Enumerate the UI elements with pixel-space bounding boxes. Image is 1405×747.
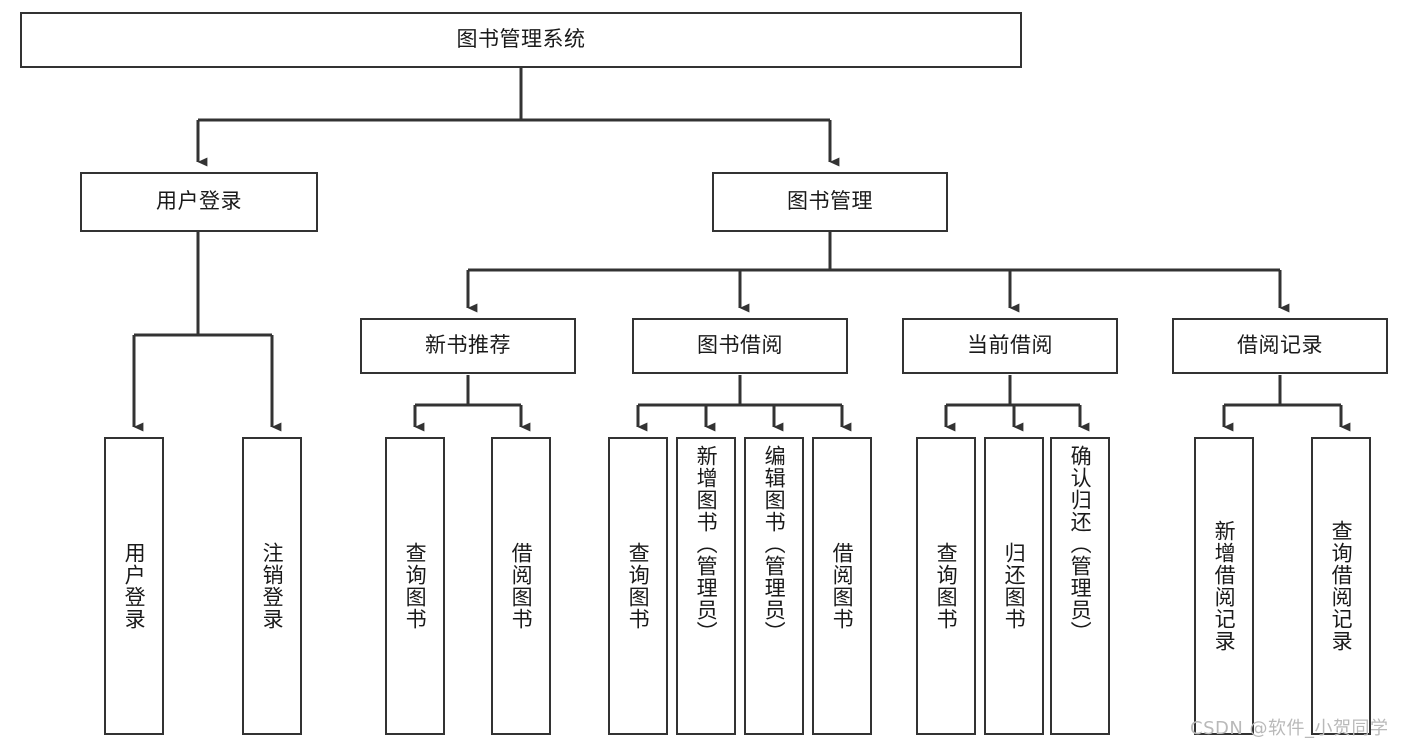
node-leaf-query-book-1-label: 查询图书 xyxy=(403,542,428,630)
node-book-manage-label: 图书管理 xyxy=(787,189,873,214)
node-leaf-query-book-3[interactable]: 查询图书 xyxy=(916,437,976,735)
node-new-book-rec[interactable]: 新书推荐 xyxy=(360,318,576,374)
node-leaf-user-login-label: 用户登录 xyxy=(122,542,147,630)
node-leaf-edit-book-label: 编辑图书（管理员） xyxy=(762,445,787,643)
node-current-borrow[interactable]: 当前借阅 xyxy=(902,318,1118,374)
node-leaf-query-record[interactable]: 查询借阅记录 xyxy=(1311,437,1371,735)
node-leaf-borrow-book-1-label: 借阅图书 xyxy=(509,542,534,630)
node-leaf-borrow-book-1[interactable]: 借阅图书 xyxy=(491,437,551,735)
node-leaf-borrow-book-2[interactable]: 借阅图书 xyxy=(812,437,872,735)
node-leaf-add-record-label: 新增借阅记录 xyxy=(1212,520,1237,652)
node-leaf-add-book[interactable]: 新增图书（管理员） xyxy=(676,437,736,735)
node-leaf-edit-book[interactable]: 编辑图书（管理员） xyxy=(744,437,804,735)
connector-lines xyxy=(132,68,1351,432)
node-borrow-record-label: 借阅记录 xyxy=(1237,333,1323,358)
node-root-label: 图书管理系统 xyxy=(456,27,586,52)
node-leaf-return-book-label: 归还图书 xyxy=(1002,542,1027,630)
node-leaf-confirm-return-label: 确认归还（管理员） xyxy=(1068,445,1093,643)
node-leaf-logout-label: 注销登录 xyxy=(260,542,285,630)
node-borrow-record[interactable]: 借阅记录 xyxy=(1172,318,1388,374)
node-leaf-query-book-1[interactable]: 查询图书 xyxy=(385,437,445,735)
node-leaf-add-record[interactable]: 新增借阅记录 xyxy=(1194,437,1254,735)
node-leaf-query-book-3-label: 查询图书 xyxy=(934,542,959,630)
node-leaf-query-record-label: 查询借阅记录 xyxy=(1329,520,1354,652)
node-leaf-user-login[interactable]: 用户登录 xyxy=(104,437,164,735)
node-user-login-label: 用户登录 xyxy=(156,189,242,214)
node-leaf-query-book-2-label: 查询图书 xyxy=(626,542,651,630)
node-leaf-add-book-label: 新增图书（管理员） xyxy=(694,445,719,643)
node-leaf-borrow-book-2-label: 借阅图书 xyxy=(830,542,855,630)
node-current-borrow-label: 当前借阅 xyxy=(967,333,1053,358)
node-leaf-return-book[interactable]: 归还图书 xyxy=(984,437,1044,735)
node-root[interactable]: 图书管理系统 xyxy=(20,12,1022,68)
node-leaf-query-book-2[interactable]: 查询图书 xyxy=(608,437,668,735)
node-book-borrow[interactable]: 图书借阅 xyxy=(632,318,848,374)
node-new-book-rec-label: 新书推荐 xyxy=(425,333,511,358)
node-leaf-logout[interactable]: 注销登录 xyxy=(242,437,302,735)
node-book-borrow-label: 图书借阅 xyxy=(697,333,783,358)
node-user-login[interactable]: 用户登录 xyxy=(80,172,318,232)
node-leaf-confirm-return[interactable]: 确认归还（管理员） xyxy=(1050,437,1110,735)
node-book-manage[interactable]: 图书管理 xyxy=(712,172,948,232)
